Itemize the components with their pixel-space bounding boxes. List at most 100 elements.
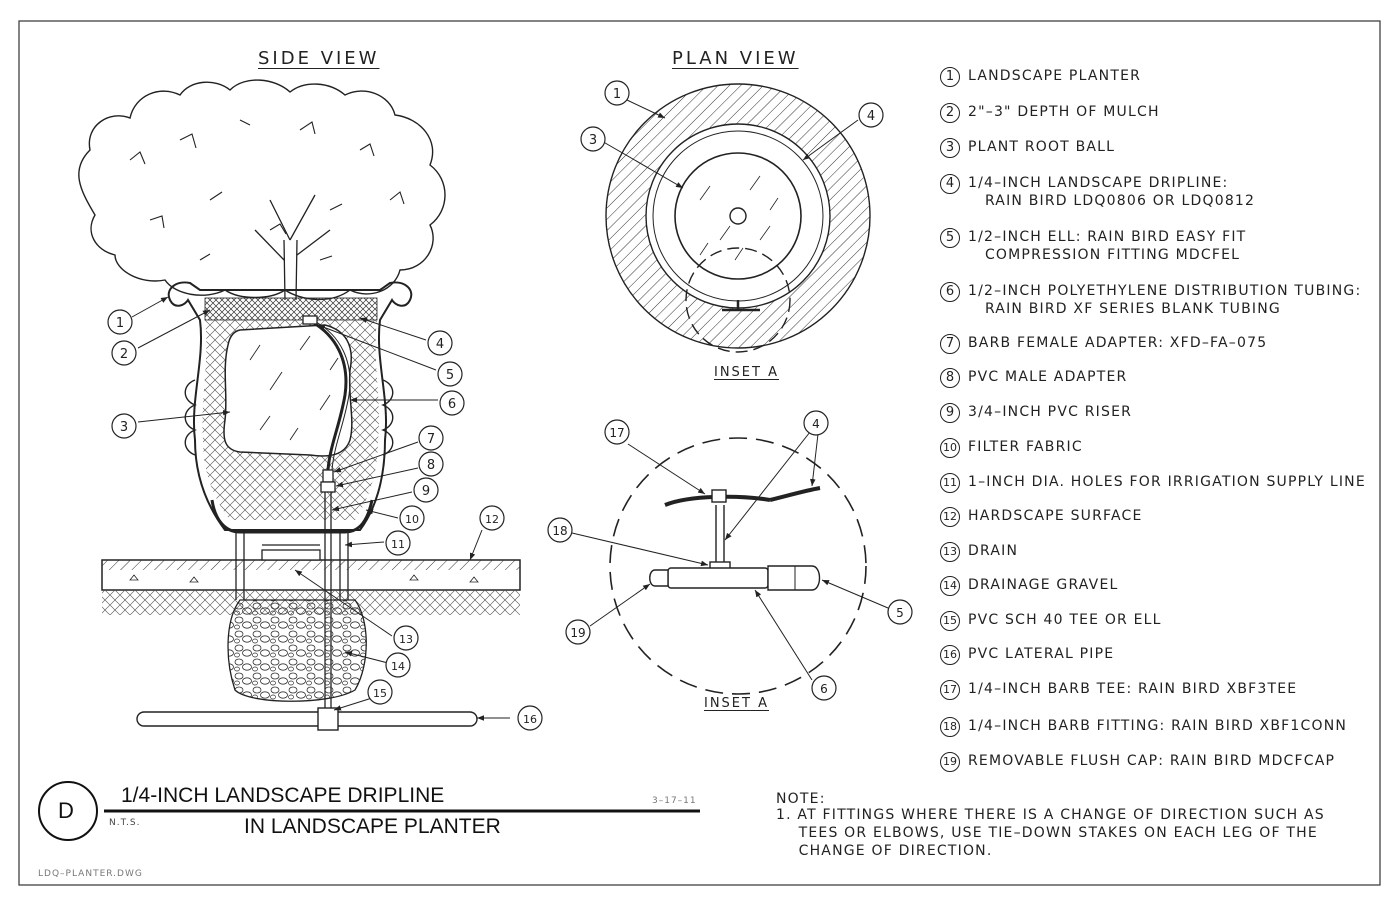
legend-number: 13 — [940, 542, 960, 562]
plan-inset-label: INSET A — [714, 365, 779, 380]
svg-text:1: 1 — [116, 316, 124, 331]
side-view-drawing — [78, 79, 521, 731]
legend-number: 1 — [940, 67, 960, 87]
legend-number: 9 — [940, 403, 960, 423]
svg-text:8: 8 — [427, 458, 435, 473]
legend-item: 18 1/4–INCH BARB FITTING: RAIN BIRD XBF1C… — [940, 717, 1347, 741]
svg-text:17: 17 — [609, 426, 624, 440]
legend-text: DRAINAGE GRAVEL — [968, 577, 1119, 593]
legend-text: 2"–3" DEPTH OF MULCH — [968, 104, 1160, 120]
svg-text:6: 6 — [820, 682, 828, 696]
title-block-graphics — [38, 781, 700, 841]
callout-15: 15 — [367, 679, 393, 705]
planter-outline — [167, 281, 413, 531]
male-adapter — [320, 481, 336, 493]
legend-number: 5 — [940, 228, 960, 248]
side-view-title: SIDE VIEW — [258, 48, 380, 69]
note-heading: NOTE: — [776, 791, 826, 807]
callout-1: 1 — [107, 309, 133, 335]
callout-12: 12 — [479, 505, 505, 531]
legend-number: 18 — [940, 717, 960, 737]
legend-number: 11 — [940, 473, 960, 493]
svg-text:10: 10 — [405, 513, 419, 526]
detail-letter: D — [58, 798, 74, 823]
legend-item: 12 HARDSCAPE SURFACE — [940, 507, 1143, 531]
inset-callouts: 17 4 18 5 19 6 — [547, 410, 913, 701]
legend-item: 11 1–INCH DIA. HOLES FOR IRRIGATION SUPPL… — [940, 473, 1366, 497]
svg-text:7: 7 — [427, 432, 435, 447]
distribution-tubing — [311, 320, 348, 471]
inset-callout-4: 4 — [803, 410, 829, 436]
date-label: 3–17–11 — [652, 796, 697, 806]
callout-4: 4 — [427, 330, 453, 356]
inset-callout-19: 19 — [565, 619, 591, 645]
inset-callout-17: 17 — [604, 419, 630, 445]
pvc-tee — [317, 707, 339, 731]
callout-6: 6 — [439, 390, 465, 416]
legend-text: 1/2–INCH ELL: RAIN BIRD EASY FIT COMPRES… — [968, 229, 1247, 263]
legend-text: 1/4–INCH LANDSCAPE DRIPLINE: RAIN BIRD L… — [968, 175, 1256, 209]
legend-item: 15 PVC SCH 40 TEE OR ELL — [940, 611, 1162, 635]
legend-number: 19 — [940, 752, 960, 772]
legend-text: BARB FEMALE ADAPTER: XFD–FA–075 — [968, 335, 1268, 351]
legend-number: 3 — [940, 138, 960, 158]
svg-text:15: 15 — [373, 687, 387, 700]
legend-item: 13 DRAIN — [940, 542, 1018, 566]
female-adapter — [322, 469, 334, 483]
legend-text: PVC LATERAL PIPE — [968, 646, 1115, 662]
legend-number: 12 — [940, 507, 960, 527]
legend-item: 8 PVC MALE ADAPTER — [940, 368, 1127, 392]
callout-11: 11 — [385, 530, 411, 556]
callout-10: 10 — [399, 505, 425, 531]
trunk-plan — [729, 207, 747, 225]
callout-7: 7 — [418, 425, 444, 451]
drain — [261, 549, 321, 561]
side-leaders — [131, 296, 510, 721]
callout-8: 8 — [418, 451, 444, 477]
legend-item: 19 REMOVABLE FLUSH CAP: RAIN BIRD MDCFCAP — [940, 752, 1335, 776]
detail-inset-label: INSET A — [704, 696, 769, 711]
callout-2: 2 — [111, 340, 137, 366]
tree-canopy — [78, 79, 446, 301]
legend-number: 15 — [940, 611, 960, 631]
distribution-tube-inset — [667, 567, 769, 589]
inset-callout-18: 18 — [547, 517, 573, 543]
svg-text:14: 14 — [391, 660, 405, 673]
legend-number: 8 — [940, 368, 960, 388]
legend-text: FILTER FABRIC — [968, 439, 1083, 455]
legend-text: PVC SCH 40 TEE OR ELL — [968, 612, 1162, 628]
legend-text: PLANT ROOT BALL — [968, 139, 1116, 155]
plan-callout-3: 3 — [580, 126, 606, 152]
mulch-layer — [204, 297, 378, 321]
legend-text: REMOVABLE FLUSH CAP: RAIN BIRD MDCFCAP — [968, 753, 1336, 769]
svg-text:5: 5 — [446, 368, 454, 383]
barb-tee — [711, 489, 727, 503]
legend-text: DRAIN — [968, 543, 1019, 559]
plan-view-title: PLAN VIEW — [672, 48, 799, 69]
callout-9: 9 — [413, 477, 439, 503]
svg-text:12: 12 — [485, 513, 499, 526]
ell-fitting — [302, 315, 318, 325]
detail-circle — [38, 781, 98, 841]
legend-text: 1/4–INCH BARB FITTING: RAIN BIRD XBF1CON… — [968, 718, 1348, 734]
svg-text:4: 4 — [436, 337, 444, 352]
inset-a-boundary — [685, 247, 791, 353]
inset-detail-boundary — [609, 437, 867, 695]
legend-text: 1–INCH DIA. HOLES FOR IRRIGATION SUPPLY … — [968, 474, 1366, 490]
inset-a-detail — [571, 431, 889, 695]
legend-text: HARDSCAPE SURFACE — [968, 508, 1143, 524]
svg-text:4: 4 — [867, 109, 875, 124]
callout-3: 3 — [111, 413, 137, 439]
svg-text:11: 11 — [391, 538, 405, 551]
legend-text: PVC MALE ADAPTER — [968, 369, 1128, 385]
callout-14: 14 — [385, 652, 411, 678]
